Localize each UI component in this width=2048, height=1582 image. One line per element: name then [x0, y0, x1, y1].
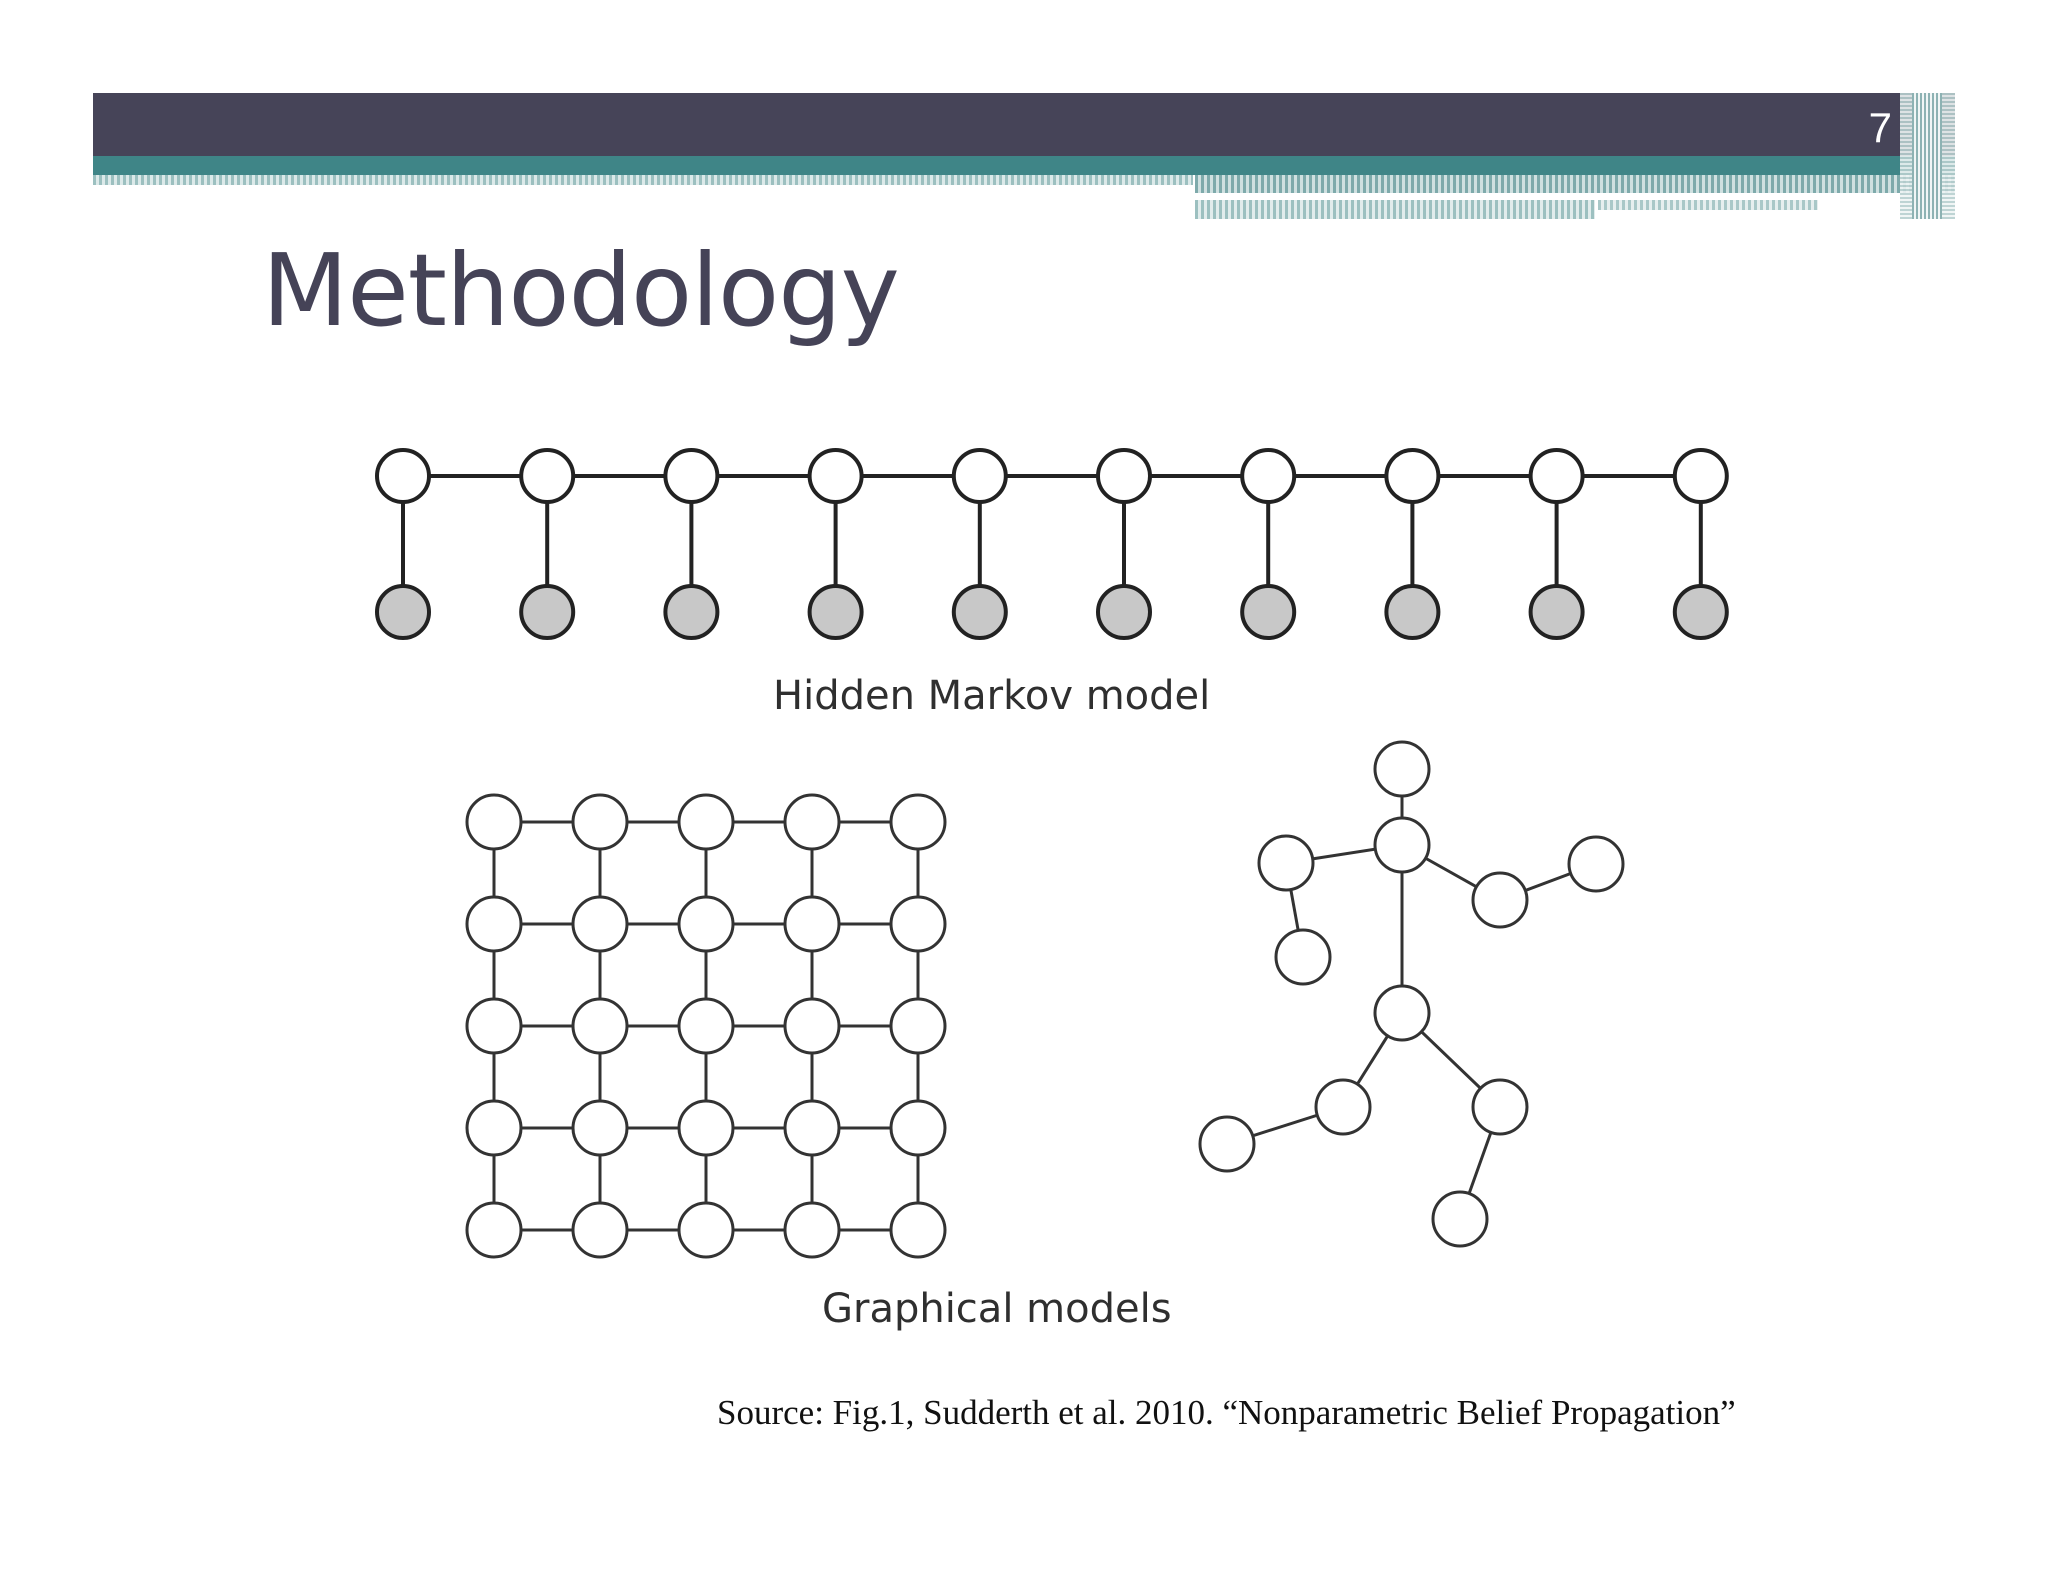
grid-node [571, 997, 629, 1055]
tree-node [1567, 835, 1625, 893]
tree-node [1198, 1115, 1256, 1173]
header-bar [93, 93, 1955, 156]
graphical-models-caption: Graphical models [822, 1286, 1172, 1332]
grid-node [571, 895, 629, 953]
header-divider [1195, 193, 1818, 200]
hmm-hidden-node [1240, 448, 1297, 504]
hmm-hidden-node [1672, 448, 1729, 504]
tree-node [1274, 928, 1332, 986]
header-stripe [1598, 200, 1818, 210]
tree-node [1471, 871, 1529, 929]
hmm-observed-node [1672, 584, 1729, 640]
grid-node [783, 1099, 841, 1157]
hmm-hidden-node [1384, 448, 1441, 504]
grid-node [783, 997, 841, 1055]
source-citation: Source: Fig.1, Sudderth et al. 2010. “No… [717, 1393, 1736, 1432]
grid-node [465, 895, 523, 953]
grid-node [465, 997, 523, 1055]
header-pattern-block [1912, 93, 1942, 219]
grid-node [783, 793, 841, 851]
hidden-markov-model-diagram [375, 448, 1729, 640]
tree-node [1431, 1190, 1489, 1248]
grid-node [783, 1201, 841, 1259]
hmm-hidden-node [519, 448, 576, 504]
tree-node [1314, 1078, 1372, 1136]
grid-node [783, 895, 841, 953]
grid-node [465, 793, 523, 851]
hmm-observed-node [807, 584, 864, 640]
hmm-observed-node [1528, 584, 1585, 640]
hmm-observed-node [1384, 584, 1441, 640]
grid-node [677, 997, 735, 1055]
grid-node [889, 793, 947, 851]
grid-node [889, 895, 947, 953]
hmm-observed-node [1240, 584, 1297, 640]
slide-title: Methodology [262, 232, 900, 349]
grid-graphical-model-diagram [465, 793, 947, 1259]
header-stripe [93, 175, 1193, 185]
hmm-observed-node [951, 584, 1008, 640]
grid-node [677, 793, 735, 851]
hmm-hidden-node [1528, 448, 1585, 504]
hmm-caption: Hidden Markov model [773, 673, 1211, 719]
hmm-hidden-node [951, 448, 1008, 504]
grid-node [465, 1201, 523, 1259]
grid-node [677, 895, 735, 953]
tree-node [1373, 740, 1431, 798]
hmm-observed-node [1096, 584, 1152, 640]
grid-node [571, 1201, 629, 1259]
hmm-hidden-node [1096, 448, 1152, 504]
header-accent-bar [93, 156, 1955, 175]
tree-node [1373, 816, 1431, 874]
hmm-observed-node [375, 584, 431, 640]
header-stripe [1195, 175, 1955, 193]
grid-node [571, 1099, 629, 1157]
tree-node [1373, 984, 1431, 1042]
hmm-hidden-node [375, 448, 431, 504]
grid-node [677, 1201, 735, 1259]
grid-node [889, 1099, 947, 1157]
hmm-hidden-node [807, 448, 864, 504]
grid-node [571, 793, 629, 851]
hmm-hidden-node [663, 448, 720, 504]
grid-node [889, 997, 947, 1055]
hmm-observed-node [663, 584, 720, 640]
page-number: 7 [1868, 104, 1892, 151]
grid-node [465, 1099, 523, 1157]
grid-node [889, 1201, 947, 1259]
hmm-observed-node [519, 584, 576, 640]
tree-node [1471, 1078, 1529, 1136]
tree-node [1257, 834, 1315, 892]
grid-node [677, 1099, 735, 1157]
tree-graphical-model-diagram [1198, 740, 1625, 1248]
header-stripe [1195, 200, 1595, 219]
